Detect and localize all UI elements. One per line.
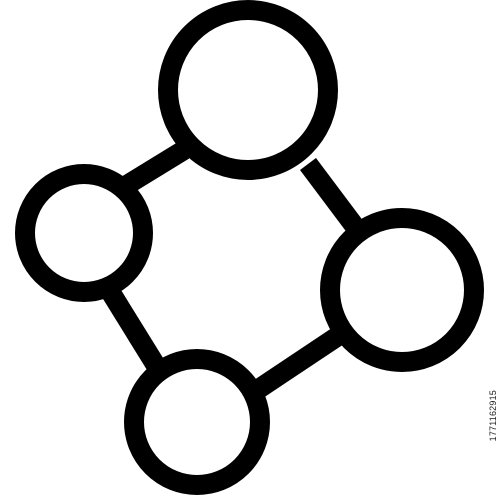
node-left bbox=[15, 164, 153, 302]
node-bottom bbox=[124, 349, 270, 495]
connector-line-bottom-right bbox=[248, 327, 344, 401]
stock-id-label: 1771162915 bbox=[488, 390, 498, 442]
connector-line-left-bottom bbox=[99, 282, 169, 378]
connector-line-top-right bbox=[300, 158, 364, 234]
node-right bbox=[320, 208, 484, 372]
node-top bbox=[158, 0, 338, 180]
connector-line-top-left bbox=[116, 141, 190, 197]
